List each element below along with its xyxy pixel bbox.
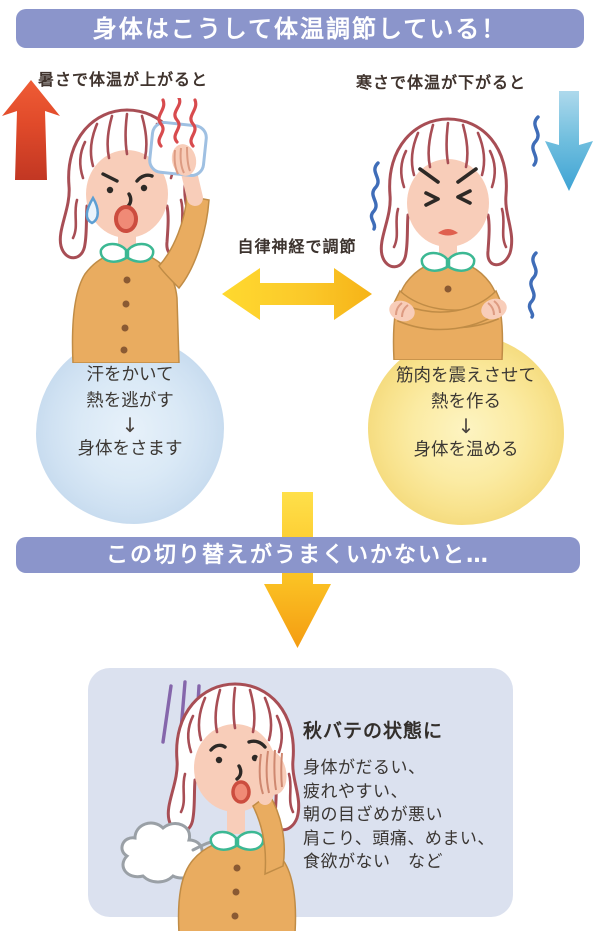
bubble-line: 熱を作る <box>431 392 501 412</box>
autumn-fatigue-text: 秋バテの状態に 身体がだるい、 疲れやすい、 朝の目ざめが悪い 肩こり、頭痛、め… <box>303 716 508 875</box>
sigh-cloud-icon <box>120 821 204 884</box>
frown-mouth <box>438 229 458 236</box>
open-mouth <box>231 780 251 804</box>
bubble-line: 筋肉を震えさせて <box>396 366 536 386</box>
button <box>444 285 452 293</box>
crossed-arm-2 <box>397 289 505 331</box>
open-mouth <box>114 205 138 233</box>
symptom-item: 食欲がない など <box>303 852 443 872</box>
symptom-item: 朝の目ざめが悪い <box>303 805 443 825</box>
temperature-drop-arrow-icon <box>545 91 593 191</box>
symptom-list: 身体がだるい、 疲れやすい、 朝の目ざめが悪い 肩こり、頭痛、めまい、 食欲がな… <box>303 757 508 875</box>
face <box>86 150 168 238</box>
hot-condition-label: 暑さで体温が上がると <box>38 70 209 89</box>
title-banner: 身体はこうして体温調節している！ <box>16 9 584 48</box>
transition-banner: この切り替えがうまくいかないと… <box>16 537 580 573</box>
buttons <box>231 864 241 920</box>
hair-strands <box>392 121 508 249</box>
right-eye <box>140 184 148 192</box>
arm-sleeve <box>252 792 285 876</box>
transition-title: この切り替えがうまくいかないと… <box>105 543 490 568</box>
down-arrow-glyph: ↓ <box>457 414 475 438</box>
heat-wave-icon <box>157 98 198 148</box>
left-eye <box>215 756 223 764</box>
fingers <box>258 749 283 795</box>
page-title: 身体はこうして体温調節している！ <box>92 15 508 43</box>
collar <box>209 830 265 851</box>
bubble-line: 身体を温める <box>413 440 519 460</box>
shiver-squiggle-icon <box>369 115 540 319</box>
cold-condition-label: 寒さで体温が下がると <box>356 73 527 92</box>
bubble-line: 身体をさます <box>77 439 183 459</box>
face-features <box>418 167 478 207</box>
hand-on-cheek <box>255 749 287 795</box>
symptom-item: 肩こり、頭痛、めまい、 <box>303 828 495 849</box>
sweat-drop-icon <box>85 195 99 225</box>
raised-arm-sleeve <box>158 195 210 290</box>
down-arrow-glyph: ↓ <box>121 413 139 437</box>
hot-woman-illustration <box>58 98 210 363</box>
neck <box>227 808 245 834</box>
symptom-item: 疲れやすい、 <box>303 781 408 802</box>
result-heading: 秋バテの状態に <box>303 720 444 742</box>
tired-woman-illustration <box>120 680 301 931</box>
bubble-line: 熱を逃がす <box>86 391 174 411</box>
fingers <box>395 300 501 318</box>
temperature-rise-arrow-icon <box>2 80 60 180</box>
cold-woman-illustration <box>369 115 540 360</box>
symptom-item: 身体がだるい、 <box>303 758 426 778</box>
hair-strands <box>179 686 295 814</box>
left-eye <box>106 186 114 194</box>
face <box>407 159 489 247</box>
buttons <box>120 276 131 354</box>
warming-process-bubble: 筋肉を震えさせて 熱を作る ↓ 身体を温める <box>368 335 564 525</box>
collar <box>99 242 155 263</box>
autonomic-nerve-label: 自律神経で調節 <box>237 237 357 256</box>
face-features <box>209 739 267 781</box>
autonomic-switch-arrow-icon <box>222 268 372 320</box>
bubble-line: 汗をかいて <box>86 365 174 385</box>
hand <box>171 144 197 176</box>
cooling-process-bubble: 汗をかいて 熱を逃がす ↓ 身体をさます <box>36 336 224 524</box>
collar <box>420 251 476 272</box>
fingers <box>173 146 191 175</box>
